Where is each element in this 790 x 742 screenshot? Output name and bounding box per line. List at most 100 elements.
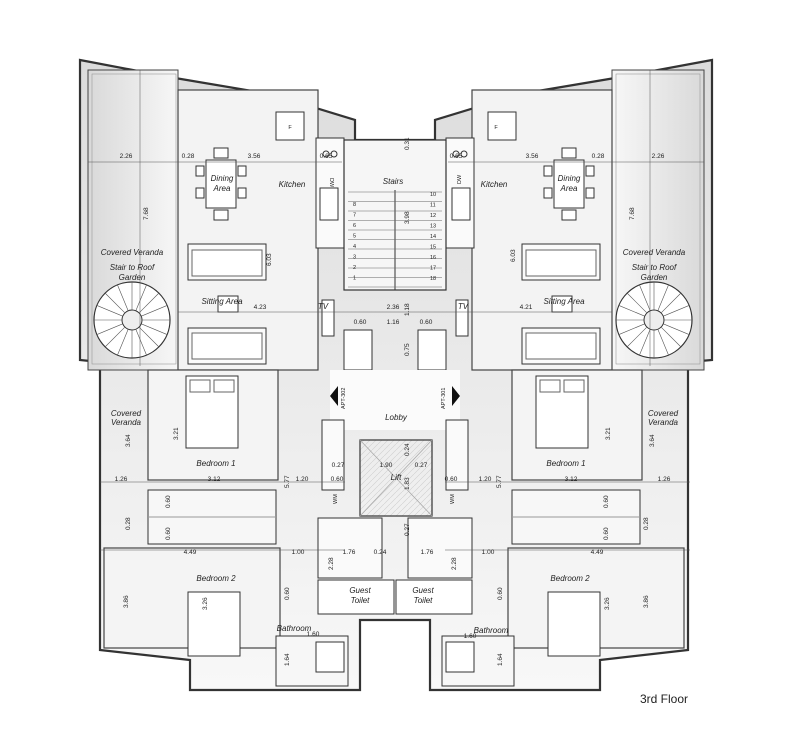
dim-176-left: 1.76 — [343, 549, 356, 556]
dining-table-right — [543, 147, 595, 221]
dim-028-b: 0.28 — [592, 153, 605, 160]
dining-table-left — [195, 147, 247, 221]
label-bathroom-right: Bathroom — [474, 626, 509, 635]
dim-060-d: 0.60 — [445, 476, 458, 483]
dim-027-c: 0.27 — [404, 523, 411, 536]
dim-027-b: 0.27 — [415, 462, 428, 469]
dim-028-c: 0.28 — [125, 517, 132, 530]
dim-118: 1.18 — [404, 303, 411, 316]
dim-100-right: 1.00 — [482, 549, 495, 556]
stair-number: 3 — [353, 255, 356, 261]
dim-321-right: 3.21 — [605, 427, 612, 440]
living-right — [471, 89, 613, 371]
sofa-right — [521, 243, 601, 365]
label-sitting-left: Sitting Area — [201, 297, 243, 306]
stair-number: 16 — [430, 255, 436, 261]
dim-190: 1.90 — [380, 462, 393, 469]
dim-386-left: 3.86 — [123, 595, 130, 608]
dim-603-left: 6.03 — [266, 253, 273, 266]
label-bedroom2-left: Bedroom 2 — [196, 574, 236, 583]
dim-577-left: 5.77 — [284, 475, 291, 488]
label-roof-left-2: Garden — [119, 273, 146, 282]
label-stairs: Stairs — [383, 177, 403, 186]
dim-100-left: 1.00 — [292, 549, 305, 556]
label-dw-left: DW — [328, 178, 334, 188]
lobby — [330, 370, 460, 430]
label-dining-right-2: Area — [560, 184, 578, 193]
label-wm-right: WM — [450, 494, 456, 504]
dim-veranda-left: 2.26 — [120, 153, 133, 160]
dim-364-left: 3.64 — [125, 434, 132, 447]
dim-060-i: 0.60 — [284, 587, 291, 600]
dim-356-b: 3.56 — [526, 153, 539, 160]
dim-065-a: 0.65 — [320, 153, 333, 160]
label-wm-left: WM — [333, 494, 339, 504]
dim-060-f: 0.60 — [165, 527, 172, 540]
label-bathroom-left: Bathroom — [277, 624, 312, 633]
dim-326-right: 3.26 — [604, 597, 611, 610]
dim-060-b: 0.60 — [420, 319, 433, 326]
dim-228-left: 2.28 — [328, 557, 335, 570]
stair-number: 6 — [353, 223, 356, 229]
label-dw-right: DW — [457, 174, 463, 184]
label-kitchen-left: Kitchen — [279, 180, 306, 189]
label-dining-right-1: Dining — [558, 174, 581, 183]
dim-060-e: 0.60 — [165, 495, 172, 508]
label-tv-right: TV — [458, 302, 469, 311]
label-covered-left-2: Veranda — [111, 418, 142, 427]
label-lift: Lift — [391, 473, 402, 482]
dim-326-left: 3.26 — [202, 597, 209, 610]
stair-number: 14 — [430, 234, 436, 240]
dim-768-left: 7.68 — [143, 207, 150, 220]
dim-031: 0.31 — [404, 137, 411, 150]
stair-number: 17 — [430, 266, 436, 272]
dim-176-right: 1.76 — [421, 549, 434, 556]
dim-577-right: 5.77 — [496, 475, 503, 488]
label-roof-left-1: Stair to Roof — [110, 263, 155, 272]
dim-120-right: 1.20 — [479, 476, 492, 483]
label-covered-right-1: Covered — [648, 409, 679, 418]
stair-number: 4 — [353, 244, 356, 250]
dim-398: 3.98 — [404, 211, 411, 224]
label-kitchen-right: Kitchen — [481, 180, 508, 189]
dim-164-left: 1.64 — [284, 653, 291, 666]
dim-768-right: 7.68 — [629, 207, 636, 220]
dim-312-right: 3.12 — [565, 476, 578, 483]
stair-number: 12 — [430, 213, 436, 219]
dim-126-left: 1.26 — [115, 476, 128, 483]
dim-160-left: 1.60 — [307, 631, 320, 638]
dim-364-right: 3.64 — [649, 434, 656, 447]
label-fridge-left: F — [288, 125, 292, 131]
label-guest-left-1: Guest — [349, 586, 371, 595]
dim-veranda-right: 2.26 — [652, 153, 665, 160]
stair-number: 1 — [353, 276, 356, 282]
dim-120-left: 1.20 — [296, 476, 309, 483]
stair-number: 15 — [430, 245, 436, 251]
dim-421: 4.21 — [520, 304, 533, 311]
stair-number: 18 — [430, 276, 436, 282]
dim-449-left: 4.49 — [184, 549, 197, 556]
label-sitting-right: Sitting Area — [543, 297, 585, 306]
dim-060-a: 0.60 — [354, 319, 367, 326]
dim-228-right: 2.28 — [451, 557, 458, 570]
label-dining-left-2: Area — [213, 184, 231, 193]
label-guest-right-1: Guest — [412, 586, 434, 595]
label-covered-left-1: Covered — [111, 409, 142, 418]
label-covered-right-2: Veranda — [648, 418, 679, 427]
dim-065-b: 0.65 — [450, 153, 463, 160]
dim-060-h: 0.60 — [603, 527, 610, 540]
dim-160-right: 1.60 — [464, 633, 477, 640]
dim-060-c: 0.60 — [331, 476, 344, 483]
label-apt-301: APT-301 — [441, 388, 447, 409]
label-guest-left-2: Toilet — [351, 596, 371, 605]
label-roof-right-1: Stair to Roof — [632, 263, 677, 272]
label-dining-left-1: Dining — [211, 174, 234, 183]
label-lobby: Lobby — [385, 413, 408, 422]
dim-164-right: 1.64 — [497, 653, 504, 666]
dim-449-right: 4.49 — [591, 549, 604, 556]
dim-027-a: 0.27 — [332, 462, 345, 469]
dim-060-g: 0.60 — [603, 495, 610, 508]
label-bedroom1-right: Bedroom 1 — [546, 459, 585, 468]
label-bedroom2-right: Bedroom 2 — [550, 574, 590, 583]
dim-024-a: 0.24 — [404, 443, 411, 456]
